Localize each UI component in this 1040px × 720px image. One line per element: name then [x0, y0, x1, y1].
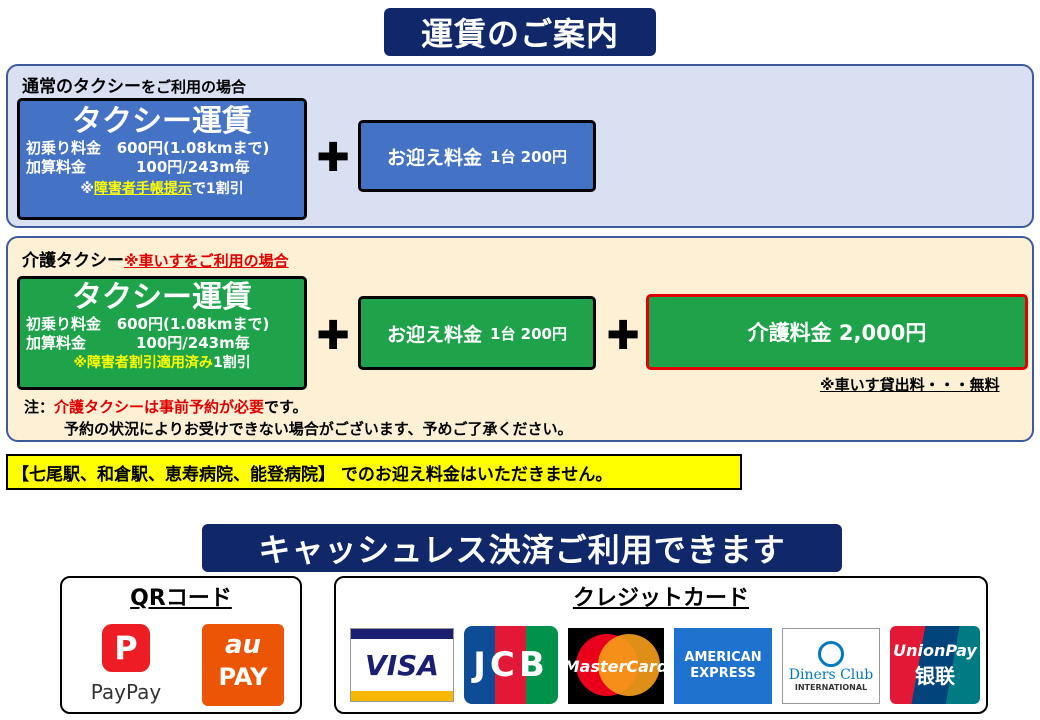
paypay-label: PayPay [90, 680, 162, 704]
normal-fare-box: タクシー運賃 初乗り料金 600円(1.08kmまで) 加算料金 100円/243… [17, 98, 307, 220]
care-heading-text: 介護タクシー [22, 251, 124, 271]
pickup-fee-label: お迎え料金 [387, 146, 483, 169]
initial-fare-label: 初乗り料金 [26, 139, 102, 157]
discount-note: ※障害者割引適用済み1割引 [20, 354, 304, 372]
plus-icon: ✚ [606, 313, 640, 359]
free-pickup-notice: 【七尾駅、和倉駅、恵寿病院、能登病院】 でのお迎え料金はいただきません。 [6, 454, 742, 490]
initial-fare-line: 初乗り料金 600円(1.08kmまで) [20, 315, 304, 334]
note-rest-text: です。 [264, 398, 308, 416]
initial-fare-value: 600円(1.08kmまで) [116, 139, 270, 157]
pickup-fee-box: お迎え料金 1台 200円 [358, 120, 596, 192]
paypay-icon: P [102, 624, 150, 672]
normal-heading-text: 通常のタクシー [22, 77, 141, 97]
diners-logo: Diners Club INTERNATIONAL [782, 628, 880, 704]
normal-heading-suffix: をご利用の場合 [141, 78, 247, 96]
normal-taxi-panel: 通常のタクシーをご利用の場合 タクシー運賃 初乗り料金 600円(1.08kmま… [6, 64, 1034, 228]
unionpay-line2: 银联 [915, 664, 955, 688]
fare-title: タクシー運賃 [72, 280, 252, 315]
note-suffix: で1割引 [191, 181, 244, 197]
care-fee-box: 介護料金 2,000円 [646, 294, 1028, 370]
reservation-note: 注：介護タクシーは事前予約が必要です。 予約の状況によりお受けできない場合がござ… [24, 396, 573, 440]
pickup-fee-value: 1台 200円 [490, 147, 567, 166]
reservation-note-line2: 予約の状況によりお受けできない場合がございます、予めご了承ください。 [64, 420, 573, 438]
initial-fare-value: 600円(1.08kmまで) [116, 315, 270, 333]
pickup-fee-label: お迎え料金 [387, 323, 483, 346]
initial-fare-label: 初乗り料金 [26, 315, 102, 333]
additional-fare-value: 100円/243m毎 [136, 158, 250, 176]
plus-icon: ✚ [316, 135, 350, 181]
amex-line2: EXPRESS [690, 666, 756, 681]
aupay-bottom-text: PAY [218, 663, 268, 691]
additional-fare-line: 加算料金 100円/243m毎 [20, 158, 304, 177]
qr-payment-box: QRコード P PayPay au PAY [60, 576, 302, 714]
paypay-logo: P PayPay [76, 624, 176, 708]
paypay-icon-letter: P [114, 629, 138, 667]
credit-title: クレジットカード [572, 586, 749, 611]
jcb-logo: JCB [464, 626, 558, 704]
fare-title: タクシー運賃 [72, 104, 252, 139]
note-suffix: 1割引 [212, 355, 251, 371]
mastercard-text: MasterCard [568, 656, 664, 676]
note-label: 注： [24, 398, 55, 416]
cashless-title: キャッシュレス決済ご利用できます [202, 524, 842, 572]
discount-note: ※障害者手帳提示で1割引 [20, 180, 304, 198]
amex-line1: AMERICAN [684, 650, 762, 665]
unionpay-logo: UnionPay 银联 [890, 626, 980, 704]
plus-icon: ✚ [316, 313, 350, 359]
pickup-fee-box: お迎え料金 1台 200円 [358, 296, 596, 370]
additional-fare-value: 100円/243m毎 [136, 334, 250, 352]
note-prefix: ※ [80, 181, 94, 197]
jcb-text: JCB [473, 645, 549, 685]
amex-logo: AMERICAN EXPRESS [674, 628, 772, 704]
credit-card-box: クレジットカード VISA JCB MasterCard AMERICAN EX… [334, 576, 988, 714]
diners-icon [818, 640, 844, 667]
note-highlight: 障害者割引適用済み [86, 355, 213, 371]
pickup-fee-value: 1台 200円 [490, 324, 567, 343]
diners-line2: INTERNATIONAL [794, 682, 868, 692]
additional-fare-label: 加算料金 [26, 334, 87, 352]
wheelchair-note: ※車いす貸出料・・・無料 [820, 376, 1000, 394]
aupay-top-text: au [224, 630, 262, 660]
diners-line1: Diners Club [788, 666, 874, 683]
care-heading-note: ※車いすをご利用の場合 [124, 252, 289, 270]
visa-logo: VISA [350, 628, 454, 702]
visa-text: VISA [365, 648, 439, 682]
care-taxi-panel: 介護タクシー※車いすをご利用の場合 タクシー運賃 初乗り料金 600円(1.08… [6, 236, 1034, 442]
additional-fare-label: 加算料金 [26, 158, 87, 176]
care-taxi-heading: 介護タクシー※車いすをご利用の場合 [22, 246, 289, 271]
reservation-note-line1: 注：介護タクシーは事前予約が必要です。 [24, 396, 573, 418]
page-title: 運賃のご案内 [384, 8, 656, 56]
initial-fare-line: 初乗り料金 600円(1.08kmまで) [20, 139, 304, 158]
note-prefix: ※ [73, 355, 87, 371]
normal-taxi-heading: 通常のタクシーをご利用の場合 [22, 72, 246, 97]
aupay-logo: au PAY [202, 624, 284, 706]
note-highlight: 障害者手帳提示 [93, 181, 192, 197]
additional-fare-line: 加算料金 100円/243m毎 [20, 334, 304, 353]
note-red-text: 介護タクシーは事前予約が必要 [54, 398, 265, 416]
unionpay-line1: UnionPay [893, 641, 977, 660]
qr-title: QRコード [130, 586, 232, 611]
care-fare-box: タクシー運賃 初乗り料金 600円(1.08kmまで) 加算料金 100円/243… [17, 276, 307, 390]
mastercard-logo: MasterCard [568, 628, 664, 704]
